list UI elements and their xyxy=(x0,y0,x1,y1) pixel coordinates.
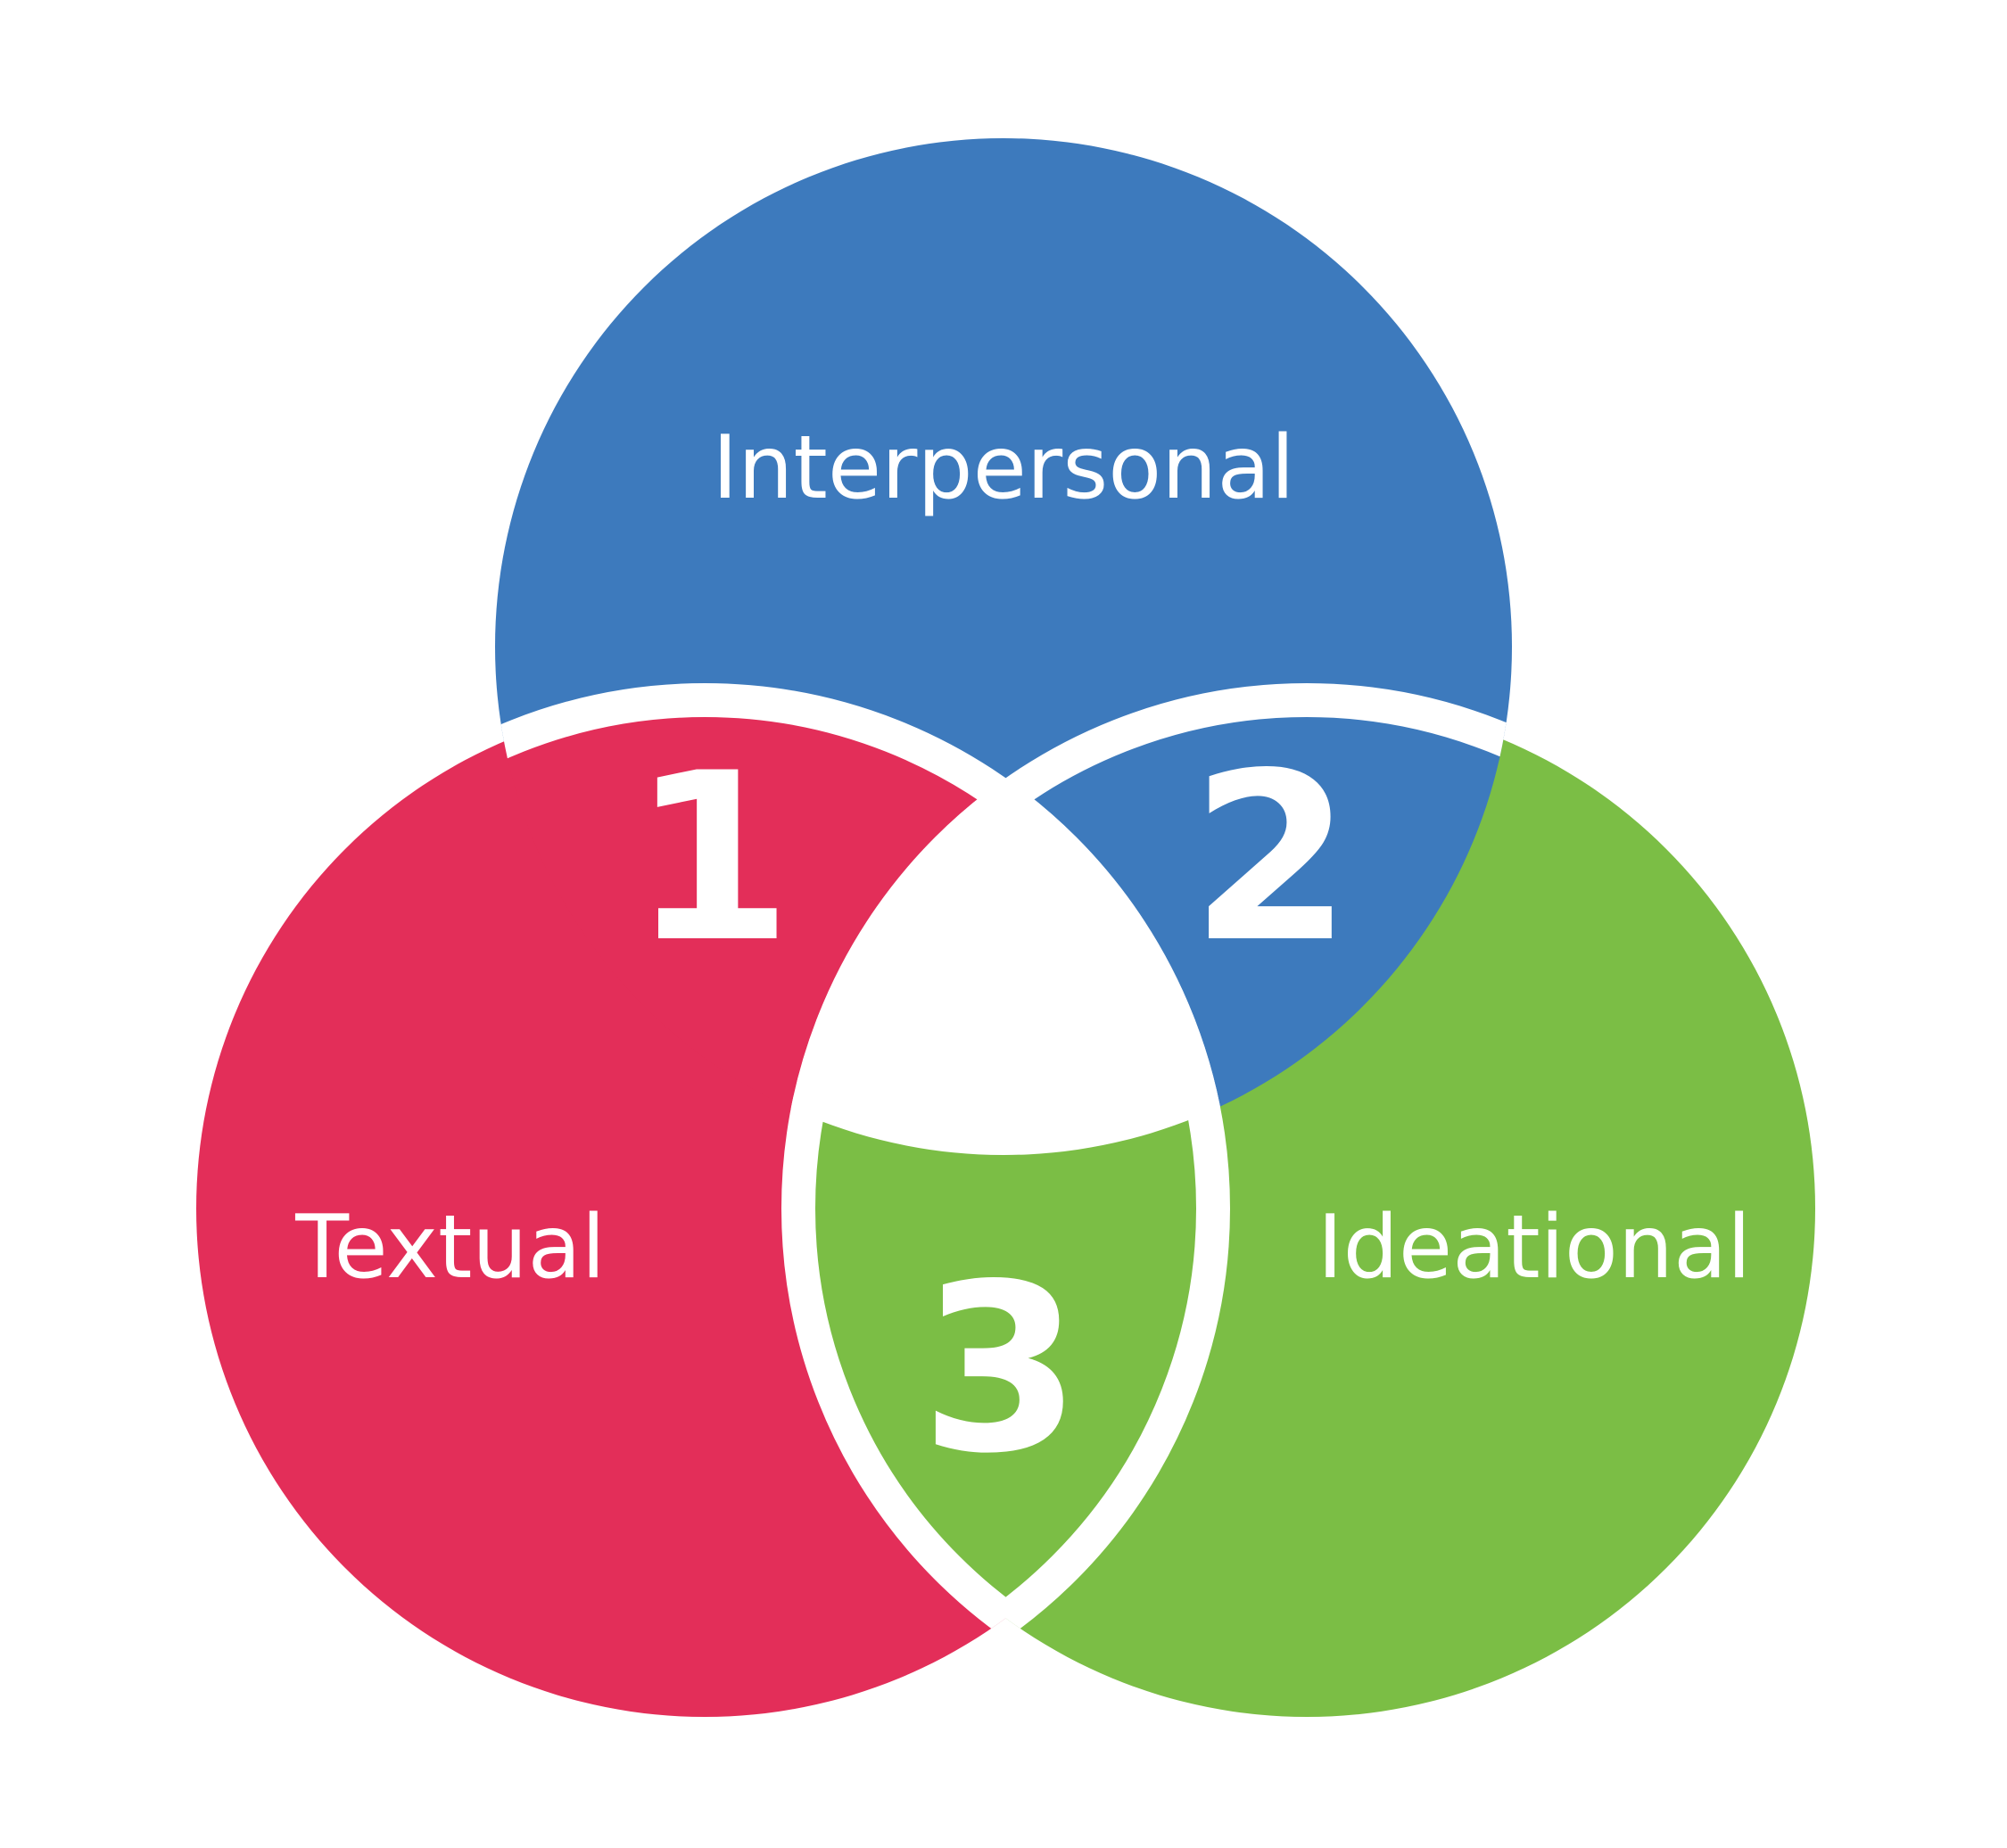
divider-textual-in-right xyxy=(798,700,1230,1717)
region-number-2: 2 xyxy=(1191,724,1352,994)
region-number-3: 3 xyxy=(921,1235,1082,1505)
label-textual: Textual xyxy=(294,1197,606,1299)
region-number-1: 1 xyxy=(632,724,793,994)
center-region xyxy=(798,700,1213,1155)
divider-textual-in-top xyxy=(495,683,1230,1155)
divider-ideational-in-left xyxy=(781,700,1213,1717)
divider-ideational-in-top xyxy=(781,683,1512,1155)
label-interpersonal: Interpersonal xyxy=(712,417,1294,519)
label-ideational: Ideational xyxy=(1317,1197,1751,1299)
